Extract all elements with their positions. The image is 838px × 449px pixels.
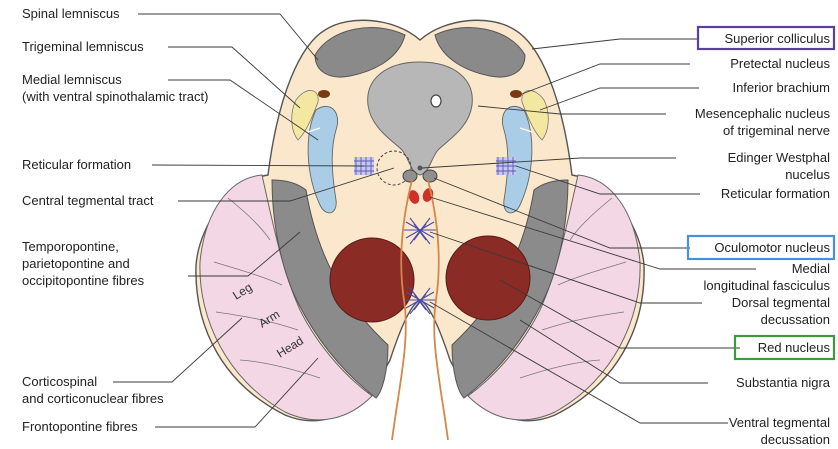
red-nucleus-right: [446, 236, 530, 320]
label-central-tegmental-tract: Central tegmental tract: [22, 193, 154, 208]
label-dorsal-tegmental-1: Dorsal tegmental: [732, 295, 830, 310]
label-dorsal-tegmental-2: decussation: [761, 312, 830, 327]
label-frontopontine: Frontopontine fibres: [22, 419, 138, 434]
label-corticospinal-2: and corticonuclear fibres: [22, 391, 164, 406]
label-mesencephalic-nucleus-2: of trigeminal nerve: [723, 123, 830, 138]
label-corticospinal-1: Corticospinal: [22, 374, 97, 389]
label-spinal-lemniscus: Spinal lemniscus: [22, 6, 120, 21]
label-temporopontine-3: occipitopontine fibres: [22, 273, 145, 288]
label-superior-colliculus: Superior colliculus: [725, 31, 831, 46]
oculomotor-nucleus-left: [403, 170, 417, 182]
label-edinger-westphal-2: nucelus: [785, 167, 830, 182]
pretectal-nucleus-left: [318, 90, 330, 98]
label-oculomotor-nucleus: Oculomotor nucleus: [714, 240, 830, 255]
oculomotor-nucleus-right: [423, 170, 437, 182]
pretectal-nucleus-right: [510, 90, 522, 98]
label-inferior-brachium: Inferior brachium: [732, 80, 830, 95]
label-edinger-westphal-1: Edinger Westphal: [728, 150, 830, 165]
label-ventral-tegmental-1: Ventral tegmental: [729, 415, 830, 430]
label-medial-lemniscus: Medial lemniscus: [22, 72, 122, 87]
cerebral-aqueduct: [431, 95, 441, 107]
label-reticular-formation-left: Reticular formation: [22, 157, 131, 172]
label-reticular-formation-right: Reticular formation: [721, 186, 830, 201]
label-mesencephalic-nucleus-1: Mesencephalic nucleus: [695, 106, 831, 121]
label-temporopontine-2: parietopontine and: [22, 256, 130, 271]
edinger-westphal-nucleus: [418, 166, 423, 171]
midbrain-section: Leg Arm Head: [196, 20, 644, 440]
reticular-formation-right: [496, 157, 516, 175]
label-mlf-1: Medial: [792, 261, 830, 276]
label-trigeminal-lemniscus: Trigeminal lemniscus: [22, 39, 144, 54]
label-pretectal-nucleus: Pretectal nucleus: [730, 56, 830, 71]
label-medial-lemniscus-sub: (with ventral spinothalamic tract): [22, 89, 208, 104]
label-substantia-nigra: Substantia nigra: [736, 375, 831, 390]
right-labels: Superior colliculus Pretectal nucleus In…: [688, 27, 834, 447]
label-temporopontine-1: Temporopontine,: [22, 239, 119, 254]
label-mlf-2: longitudinal fasciculus: [704, 278, 831, 293]
left-labels: Spinal lemniscus Trigeminal lemniscus Me…: [22, 6, 208, 434]
label-ventral-tegmental-2: decussation: [761, 432, 830, 447]
label-red-nucleus: Red nucleus: [758, 340, 831, 355]
